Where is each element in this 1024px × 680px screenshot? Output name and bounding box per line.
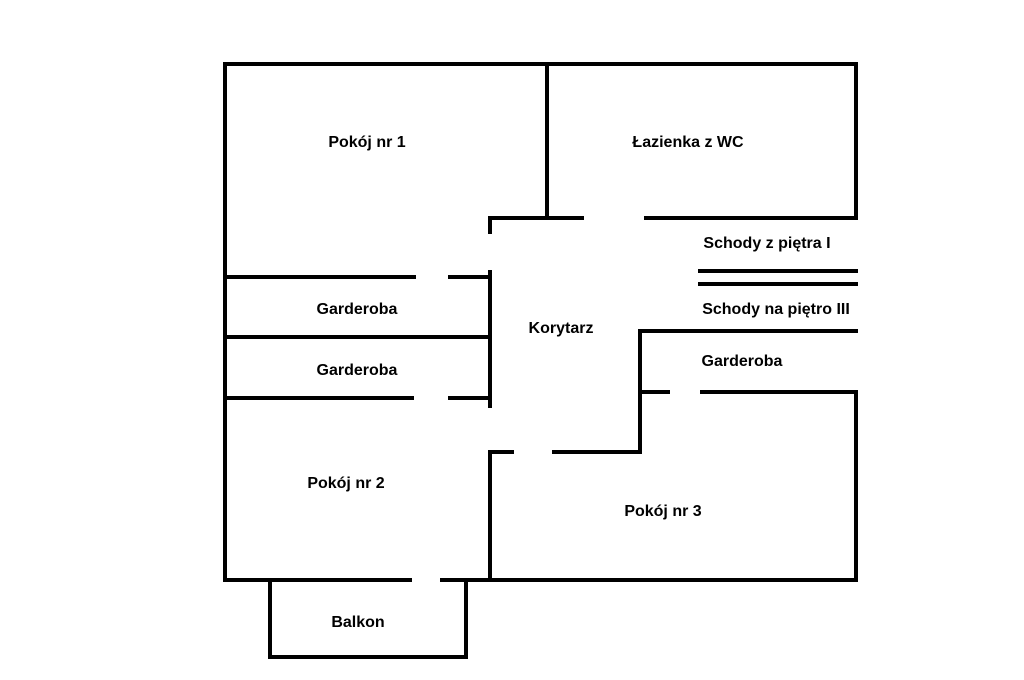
- label-balkon: Balkon: [331, 614, 384, 631]
- label-lazienka: Łazienka z WC: [632, 134, 744, 151]
- label-garderoba-2: Garderoba: [702, 353, 783, 370]
- label-schody-na: Schody na piętro III: [702, 301, 850, 318]
- walls: [223, 62, 858, 659]
- label-schody-z: Schody z piętra I: [703, 235, 830, 252]
- label-pokoj-3: Pokój nr 3: [624, 503, 701, 520]
- label-pokoj-2: Pokój nr 2: [307, 475, 384, 492]
- label-pokoj-1: Pokój nr 1: [328, 134, 405, 151]
- label-korytarz: Korytarz: [529, 320, 594, 337]
- room-labels: Pokój nr 1 Łazienka z WC Schody z piętra…: [307, 134, 849, 631]
- label-garderoba-1: Garderoba: [317, 301, 398, 318]
- label-garderoba-3: Garderoba: [317, 362, 398, 379]
